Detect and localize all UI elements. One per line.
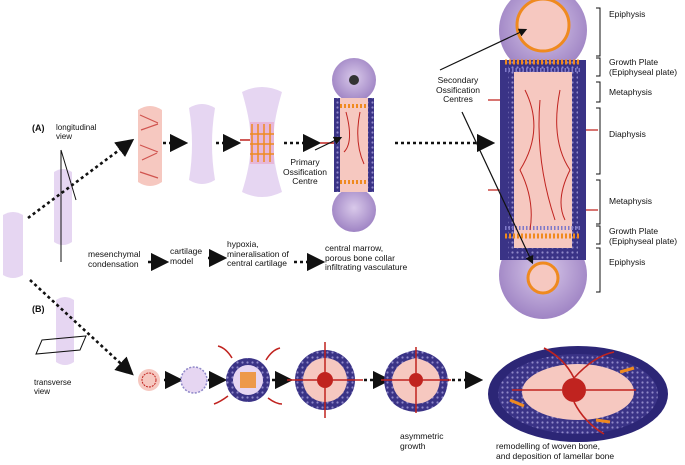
remodelling-label: remodelling of woven bone, and depositio… xyxy=(496,441,615,461)
secondary-arrows xyxy=(314,28,534,265)
longitudinal-bone xyxy=(54,149,77,262)
initial-bone xyxy=(3,212,23,278)
stage-condensation xyxy=(138,106,162,186)
zone-epiphysis-top: Epiphysis xyxy=(609,9,646,19)
asymmetric-growth-label: asymmetric growth xyxy=(400,431,444,451)
zone-epiphysis-bottom: Epiphysis xyxy=(609,257,646,267)
transverse-bone xyxy=(35,297,87,365)
panel-a-letter: (A) xyxy=(32,123,45,133)
transverse-sections xyxy=(138,342,668,442)
stage-label-hypoxia: hypoxia, mineralisation of central carti… xyxy=(227,239,289,269)
zone-diaphysis: Diaphysis xyxy=(609,129,646,139)
primary-ossification-label: Primary Ossification Centre xyxy=(283,157,327,187)
dotted-arrows xyxy=(27,133,496,390)
stage-label-cartilage: cartilage model xyxy=(170,246,203,266)
stage-label-condensation: mesenchymal condensation xyxy=(88,249,141,269)
zone-brackets xyxy=(596,7,601,293)
secondary-ossification-label: Secondary Ossification Centres xyxy=(436,75,480,105)
stage-primary-ossification xyxy=(320,58,376,232)
zone-metaphysis-top: Metaphysis xyxy=(609,87,652,97)
stage-label-marrow: central marrow, porous bone collar infil… xyxy=(325,243,408,273)
panel-b-letter: (B) xyxy=(32,304,45,314)
panel-a-view-label: longitudinal view xyxy=(56,123,97,141)
mature-bone xyxy=(488,0,598,319)
zone-metaphysis-bottom: Metaphysis xyxy=(609,196,652,206)
stage-cartilage xyxy=(189,104,215,184)
panel-b-view-label: transverse view xyxy=(34,378,72,396)
zone-growth-plate-top: Growth Plate (Epiphyseal plate) xyxy=(609,57,678,77)
zone-growth-plate-bottom: Growth Plate (Epiphyseal plate) xyxy=(609,226,678,246)
stage-hypoxia xyxy=(240,87,282,197)
